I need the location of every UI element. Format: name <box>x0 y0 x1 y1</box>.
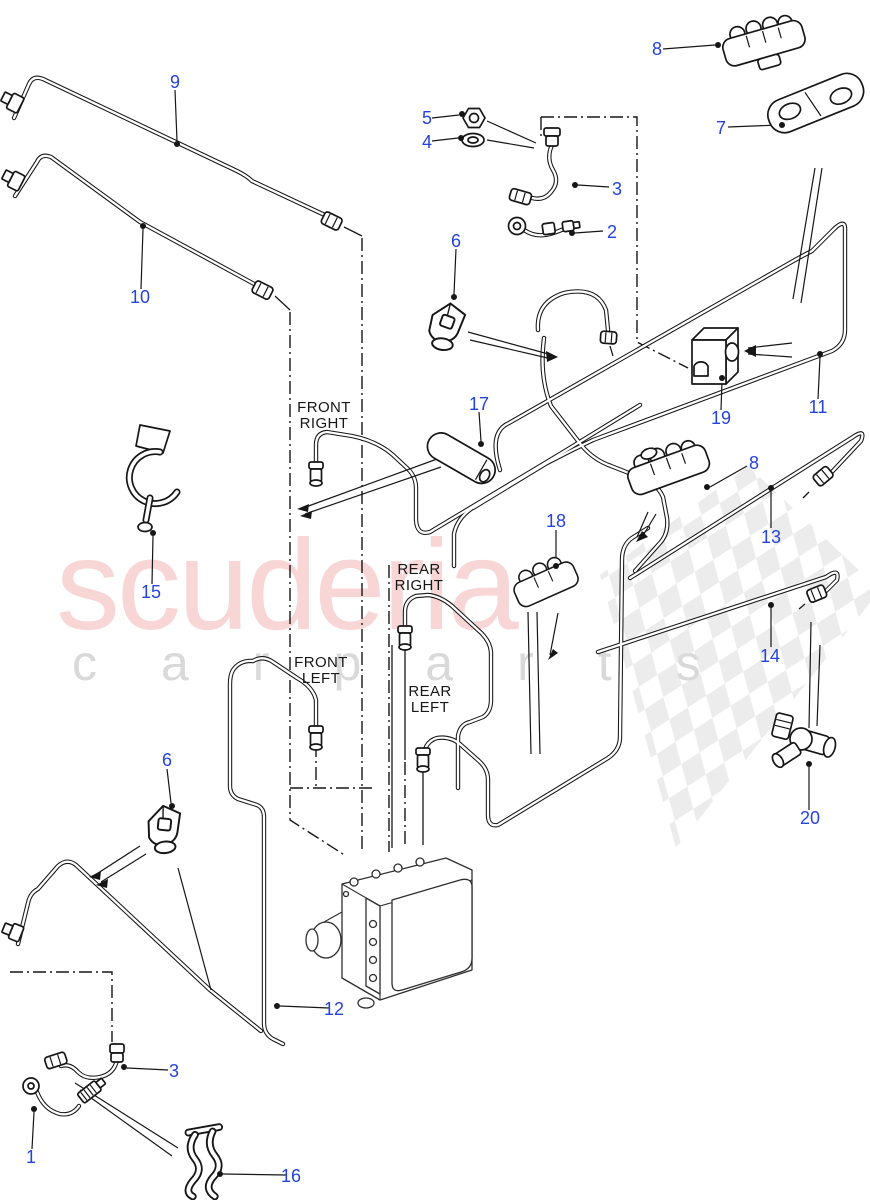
clip-15[interactable] <box>125 424 181 533</box>
fitting-pipe13[interactable] <box>812 465 834 487</box>
callout-20[interactable]: 20 <box>799 808 821 828</box>
hose-2-fittings[interactable] <box>507 216 581 236</box>
callout-6a[interactable]: 6 <box>450 231 462 251</box>
pipe-clip-18[interactable] <box>507 551 580 610</box>
washer-4[interactable] <box>461 132 485 148</box>
fitting-pipe14[interactable] <box>806 584 828 603</box>
callout-10[interactable]: 10 <box>129 287 151 307</box>
callout-17[interactable]: 17 <box>468 394 490 414</box>
checkered-flag-watermark <box>600 466 870 848</box>
hose-1-fittings[interactable] <box>22 1076 107 1104</box>
clip-16[interactable] <box>184 1123 224 1200</box>
sleeve-17[interactable] <box>423 428 501 488</box>
callout-2[interactable]: 2 <box>606 222 618 242</box>
watermark-subtext: carparts <box>72 635 765 691</box>
callout-3b[interactable]: 3 <box>168 1061 180 1081</box>
callout-7[interactable]: 7 <box>715 118 727 138</box>
valve-20[interactable] <box>770 712 838 769</box>
label-front-left: FRONT LEFT <box>294 654 348 687</box>
grommet-19[interactable] <box>691 327 740 385</box>
parts <box>0 8 868 1200</box>
callout-11[interactable]: 11 <box>808 397 828 417</box>
label-rear-left: REAR LEFT <box>408 683 452 716</box>
callout-16[interactable]: 16 <box>280 1166 302 1186</box>
callout-14[interactable]: 14 <box>759 646 781 666</box>
callout-4[interactable]: 4 <box>421 132 433 152</box>
bracket-7[interactable] <box>763 69 868 138</box>
nut-5[interactable] <box>462 107 486 129</box>
watermark-brand: scuderia <box>56 514 519 657</box>
pipe-clip-8-top[interactable] <box>718 8 810 78</box>
brake-pipes <box>11 75 865 1117</box>
fitting-bottom-left[interactable] <box>1 920 25 943</box>
pipe-clip-8-mid[interactable] <box>621 430 712 497</box>
fitting-loop-nut[interactable] <box>599 330 618 345</box>
callout-8a[interactable]: 8 <box>651 39 663 59</box>
callout-1[interactable]: 1 <box>25 1147 37 1167</box>
reference-lines <box>10 116 689 1042</box>
callout-3[interactable]: 3 <box>611 179 623 199</box>
callout-18[interactable]: 18 <box>545 511 567 531</box>
leader-lines <box>31 44 823 1176</box>
fitting-pipe9-left[interactable] <box>0 89 25 114</box>
callout-12[interactable]: 12 <box>323 999 345 1019</box>
label-rear-right: REAR RIGHT <box>394 561 444 594</box>
hose-3-low-tube <box>58 1057 120 1081</box>
callout-5[interactable]: 5 <box>421 108 433 128</box>
clip-6-upper[interactable] <box>427 301 467 352</box>
callout-8b[interactable]: 8 <box>748 453 760 473</box>
pipe-bottom-left <box>15 859 264 1034</box>
fitting-rear-right[interactable] <box>397 625 413 651</box>
callout-19[interactable]: 19 <box>710 408 732 428</box>
fitting-front-left[interactable] <box>308 725 324 751</box>
clip-6-lower[interactable] <box>146 804 184 855</box>
fitting-pipe10-right[interactable] <box>251 280 274 301</box>
fitting-front-right[interactable] <box>308 461 324 487</box>
fitting-rear-left[interactable] <box>415 747 431 773</box>
leader-dots <box>31 42 823 1177</box>
hose-3-low-fittings[interactable] <box>43 1043 125 1070</box>
fitting-pipe9-right[interactable] <box>320 211 343 231</box>
callout-6b[interactable]: 6 <box>161 750 173 770</box>
callout-13[interactable]: 13 <box>760 527 782 547</box>
abs-modulator[interactable] <box>305 857 473 1009</box>
pipe-tails <box>274 226 810 610</box>
hose-3-top-fittings[interactable] <box>508 127 561 206</box>
fitting-pipe10-left[interactable] <box>0 167 26 192</box>
callout-9[interactable]: 9 <box>169 72 181 92</box>
callout-15[interactable]: 15 <box>140 582 162 602</box>
pipe-12 <box>227 658 286 1047</box>
label-front-right: FRONT RIGHT <box>297 399 351 432</box>
